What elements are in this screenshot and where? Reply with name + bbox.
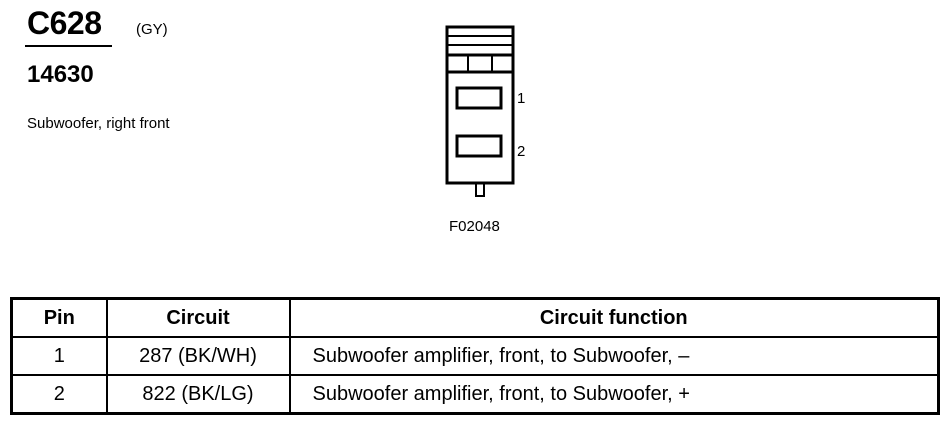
header-circuit: Circuit	[105, 297, 291, 338]
connector-neck	[445, 53, 515, 74]
cell-circuit: 822 (BK/LG)	[105, 374, 291, 415]
header-pin: Pin	[10, 297, 108, 338]
header-circuit-function: Circuit function	[288, 297, 940, 338]
cell-circuit-function: Subwoofer amplifier, front, to Subwoofer…	[288, 374, 940, 415]
connector-diagram	[445, 25, 515, 197]
cell-circuit-function: Subwoofer amplifier, front, to Subwoofer…	[288, 336, 940, 376]
table-header-row: Pin Circuit Circuit function	[10, 297, 940, 338]
connector-id-underline	[25, 45, 112, 47]
pin-cavity-1	[455, 86, 503, 110]
figure-id: F02048	[449, 218, 500, 235]
connector-description: Subwoofer, right front	[27, 115, 170, 132]
cell-pin: 2	[10, 374, 108, 415]
connector-id: C628	[27, 5, 102, 41]
part-number: 14630	[27, 61, 94, 88]
connector-latch	[445, 25, 515, 57]
cell-pin: 1	[10, 336, 108, 376]
table-row: 2 822 (BK/LG) Subwoofer amplifier, front…	[10, 374, 940, 415]
connector-color: (GY)	[136, 21, 168, 38]
cell-circuit: 287 (BK/WH)	[105, 336, 291, 376]
pinout-table: Pin Circuit Circuit function 1 287 (BK/W…	[10, 297, 940, 415]
connector-stub	[475, 182, 485, 197]
pin-cavity-2	[455, 134, 503, 158]
table-row: 1 287 (BK/WH) Subwoofer amplifier, front…	[10, 336, 940, 376]
pin-label-1: 1	[517, 90, 526, 107]
pin-label-2: 2	[517, 143, 526, 160]
